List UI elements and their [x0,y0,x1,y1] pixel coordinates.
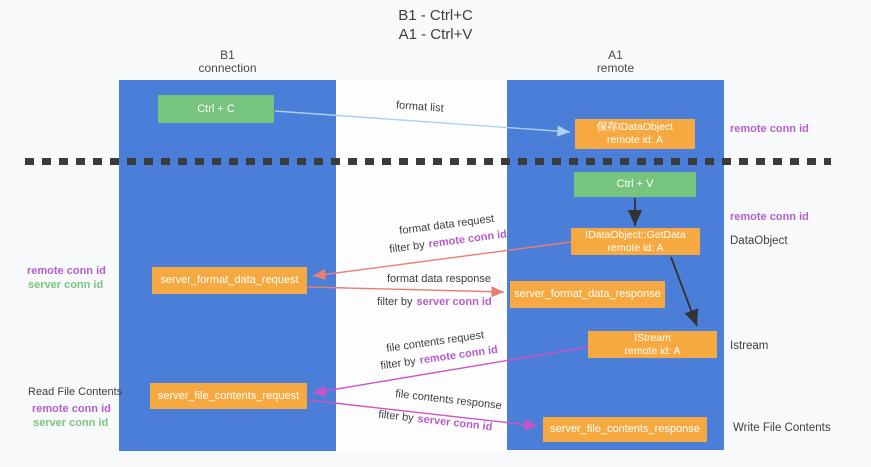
lane-header-a1: A1 remote [507,49,724,75]
left-label-remote-conn-id: remote conn id [27,265,106,277]
left-label-server-conn-id: server conn id [28,279,104,291]
lane-a1-name: A1 [608,48,623,62]
node-server-file-contents-request: server_file_contents_request [150,383,307,409]
node-save-idataobject: 保存IDataObject remote id: A [575,119,695,149]
node-ctrl-v: Ctrl + V [574,172,696,197]
title-line-2: A1 - Ctrl+V [398,26,473,43]
node-ctrl-v-label: Ctrl + V [616,178,654,190]
node-istream-line1: IStream [634,331,671,344]
right-label-remote-conn-id-mid: remote conn id [730,211,809,223]
title-line-1: B1 - Ctrl+C [398,7,473,24]
right-label-dataobject: DataObject [730,235,788,247]
format-list-arrow [274,110,571,137]
node-getdata-line2: remote id: A [607,241,664,254]
node-server-file-contents-request-label: server_file_contents_request [157,389,300,402]
node-istream: IStream remote id: A [588,331,717,358]
filter-by-text-2: filter by [377,296,413,308]
diagram-title: B1 - Ctrl+C A1 - Ctrl+V [0,6,871,44]
file-contents-request-arrow [312,346,589,397]
node-istream-line2: remote id: A [624,344,681,357]
left-label-server-conn-id-bottom: server conn id [33,417,109,429]
node-idataobject-getdata: IDataObject::GetData remote id: A [571,228,700,255]
node-server-format-data-response: server_format_data_response [510,281,665,308]
getdata-to-istream-arrow [670,256,699,327]
node-ctrl-c-label: Ctrl + C [197,102,235,115]
node-server-file-contents-response-label: server_file_contents_response [550,423,700,435]
left-label-remote-conn-id-bottom: remote conn id [32,403,111,415]
lane-b1-name: B1 [220,48,235,62]
node-ctrl-c: Ctrl + C [158,95,274,123]
format-data-response-arrow [307,286,505,298]
lane-header-b1: B1 connection [119,49,336,75]
dashed-separator [25,158,831,165]
lane-a1-subtitle: remote [596,61,635,75]
node-getdata-line1: IDataObject::GetData [585,228,686,241]
right-label-istream: Istream [730,340,769,352]
middle-label-area [336,80,507,451]
node-save-idataobject-line1: 保存IDataObject [596,121,674,133]
right-label-remote-conn-id-top: remote conn id [730,123,809,135]
node-server-format-data-request-label: server_format_data_request [160,274,299,286]
format-data-request-arrow [312,241,572,280]
left-label-read-file-contents: Read File Contents [28,386,123,398]
node-server-format-data-response-label: server_format_data_response [514,288,661,300]
node-save-idataobject-line2: remote id: A [606,134,664,146]
node-server-file-contents-response: server_file_contents_response [543,417,707,442]
server-conn-id-text-1: server conn id [416,296,492,308]
file-contents-response-arrow [307,399,538,431]
edge-label-format-data-response: format data response [387,273,491,285]
lane-b1-subtitle: connection [198,61,257,75]
node-server-format-data-request: server_format_data_request [152,267,307,294]
right-label-write-file-contents: Write File Contents [733,422,831,434]
